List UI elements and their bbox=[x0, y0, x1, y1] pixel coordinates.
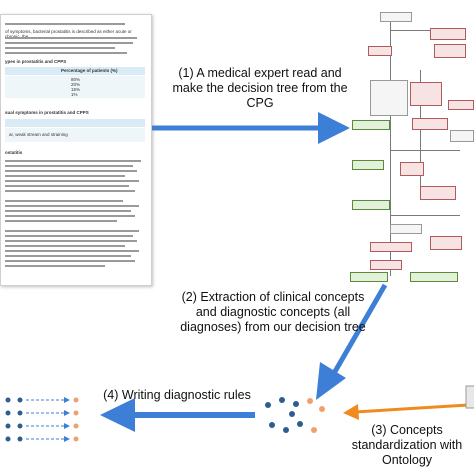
doc-section-title: ostatitis bbox=[5, 150, 23, 155]
step2-line2: and diagnostic concepts (all bbox=[195, 305, 351, 319]
tree-node bbox=[352, 120, 390, 130]
doc-snippet: of symptoms, bacterial prostatitis is de… bbox=[5, 29, 132, 39]
step3-line2: standardization with bbox=[351, 438, 463, 452]
tree-node bbox=[352, 160, 384, 170]
cpg-document: of symptoms, bacterial prostatitis is de… bbox=[0, 14, 152, 286]
tree-node bbox=[410, 272, 458, 282]
doc-row: 1% bbox=[71, 92, 78, 97]
doc-row: 20% bbox=[71, 82, 81, 87]
concept-dot bbox=[269, 422, 275, 428]
decision-tree bbox=[350, 10, 474, 282]
tree-node bbox=[430, 236, 462, 250]
arrowhead-step2 bbox=[316, 362, 346, 400]
diagnostic-rules bbox=[5, 397, 79, 442]
step1-line2: make the decision tree from the bbox=[172, 81, 348, 95]
step4-line1: (4) Writing diagnostic rules bbox=[103, 388, 251, 402]
step3-label: (3) Concepts standardization with Ontolo… bbox=[334, 423, 474, 468]
concept-dot bbox=[311, 427, 317, 433]
tree-node bbox=[410, 82, 442, 106]
step2-label: (2) Extraction of clinical concepts and … bbox=[158, 290, 388, 335]
doc-section-text: ar, weak stream and straining bbox=[9, 132, 68, 137]
concept-dot bbox=[293, 401, 299, 407]
doc-table-title: ypes in prostatitis and CPPS bbox=[5, 59, 67, 64]
tree-node bbox=[370, 242, 412, 252]
tree-node bbox=[430, 28, 466, 40]
tree-node bbox=[434, 44, 466, 58]
doc-row: 80% bbox=[71, 77, 81, 82]
tree-node bbox=[370, 80, 408, 116]
tree-node bbox=[352, 200, 390, 210]
tree-node bbox=[368, 46, 392, 56]
doc-section-title: sual symptoms in prostatitis and CPPS bbox=[5, 110, 89, 115]
step1-line1: (1) A medical expert read and bbox=[178, 66, 342, 80]
tree-node bbox=[412, 118, 448, 130]
tree-node bbox=[370, 260, 402, 270]
concept-dot bbox=[307, 398, 313, 404]
arrow-step3 bbox=[354, 403, 469, 414]
ontology-icon bbox=[465, 385, 474, 409]
concept-dot bbox=[279, 397, 285, 403]
concept-cluster bbox=[265, 397, 325, 433]
concept-dot bbox=[289, 411, 295, 417]
step1-label: (1) A medical expert read and make the d… bbox=[150, 66, 370, 111]
step1-line3: CPG bbox=[246, 96, 274, 110]
tree-node bbox=[400, 162, 424, 176]
step3-line1: (3) Concepts bbox=[371, 423, 443, 437]
tree-node bbox=[380, 12, 412, 22]
tree-node bbox=[420, 186, 456, 200]
doc-row: 15% bbox=[71, 87, 81, 92]
rule-row bbox=[5, 410, 79, 416]
rule-row bbox=[5, 423, 79, 429]
tree-node bbox=[350, 272, 388, 282]
arrowhead-step4 bbox=[100, 398, 135, 432]
concept-dot bbox=[319, 406, 325, 412]
tree-node bbox=[390, 224, 422, 234]
arrow-step2 bbox=[330, 283, 388, 377]
step4-label: (4) Writing diagnostic rules bbox=[92, 388, 262, 403]
step2-line1: (2) Extraction of clinical concepts bbox=[181, 290, 365, 304]
arrowhead-step3 bbox=[343, 404, 359, 420]
doc-col-header: Percentage of patients (%) bbox=[61, 68, 118, 73]
rule-row bbox=[5, 436, 79, 442]
concept-dot bbox=[283, 427, 289, 433]
rule-row bbox=[5, 397, 79, 403]
concept-dot bbox=[265, 402, 271, 408]
concept-dot bbox=[297, 421, 303, 427]
step3-line3: Ontology bbox=[381, 453, 433, 467]
step2-line3: diagnoses) from our decision tree bbox=[180, 320, 366, 334]
arrowhead-step1 bbox=[318, 112, 350, 144]
